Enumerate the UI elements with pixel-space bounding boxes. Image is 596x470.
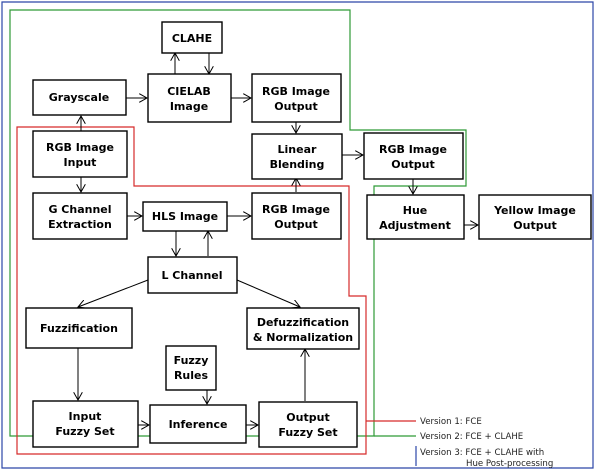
yellow-output-line1: Yellow Image [493,204,576,217]
fuzzification-box: Fuzzification [25,307,133,349]
clahe-label: CLAHE [172,32,212,45]
input-fuzzy-set-line1: Input [69,410,102,423]
legend-version3-label-line2: Hue Post-processing [466,459,553,469]
legend-version1-label: Version 1: FCE [420,417,482,427]
output-fuzzy-set-line1: Output [286,411,329,424]
rgb-output-right-line2: Output [391,158,434,171]
fuzzy-rules-box: Fuzzy Rules [165,345,217,391]
linear-blending-line2: Blending [270,158,325,171]
fuzzy-rules-line2: Rules [174,369,209,382]
l-channel-box: L Channel [147,256,238,294]
g-channel-extraction-box: G Channel Extraction [32,192,128,240]
legend-version3-label: Version 3: FCE + CLAHE with [420,448,544,458]
input-fuzzy-set-box: Input Fuzzy Set [32,400,139,448]
hue-adjustment-line2: Adjustment [379,219,451,232]
linear-blending-line1: Linear [278,143,317,156]
defuzzification-box: Defuzzification & Normalization [246,307,360,350]
grayscale-box: Grayscale [32,79,127,116]
legend-version2-label: Version 2: FCE + CLAHE [420,432,523,442]
hue-adjustment-line1: Hue [403,204,428,217]
rgb-input-line1: RGB Image [46,141,114,154]
l-channel-label: L Channel [161,269,222,282]
clahe-box: CLAHE [161,21,223,54]
rgb-input-line2: Input [64,156,97,169]
cielab-label-line2: Image [170,100,208,113]
rgb-output-mid-box: RGB Image Output [251,192,342,240]
defuzzification-line2: & Normalization [253,331,353,344]
connector-arrows [78,53,478,425]
fuzzy-rules-line1: Fuzzy [174,354,209,367]
version1-region-outline [16,126,367,455]
g-channel-line1: G Channel [48,203,111,216]
fuzzification-label: Fuzzification [40,322,118,335]
hue-adjustment-box: Hue Adjustment [366,194,465,240]
g-channel-line2: Extraction [48,218,112,231]
rgb-output-mid-line2: Output [274,218,317,231]
hls-image-label: HLS Image [152,210,218,223]
rgb-output-right-box: RGB Image Output [363,132,464,180]
yellow-image-output-box: Yellow Image Output [478,194,592,240]
inference-label: Inference [169,418,228,431]
output-fuzzy-set-box: Output Fuzzy Set [258,401,358,448]
input-fuzzy-set-line2: Fuzzy Set [55,425,114,438]
rgb-input-box: RGB Image Input [32,130,128,178]
rgb-output-top-line2: Output [274,100,317,113]
legend: Version 1: FCE Version 2: FCE + CLAHE Ve… [366,417,553,469]
rgb-output-top-line1: RGB Image [262,85,330,98]
grayscale-label: Grayscale [49,91,109,104]
hls-image-box: HLS Image [142,201,228,232]
output-fuzzy-set-line2: Fuzzy Set [278,426,337,439]
cielab-image-box: CIELAB Image [147,73,232,123]
defuzzification-line1: Defuzzification [257,316,349,329]
cielab-label-line1: CIELAB [167,85,211,98]
linear-blending-box: Linear Blending [251,133,343,180]
yellow-output-line2: Output [513,219,556,232]
rgb-output-right-line1: RGB Image [379,143,447,156]
inference-box: Inference [149,404,247,444]
rgb-output-mid-line1: RGB Image [262,203,330,216]
rgb-output-top-box: RGB Image Output [251,73,342,123]
